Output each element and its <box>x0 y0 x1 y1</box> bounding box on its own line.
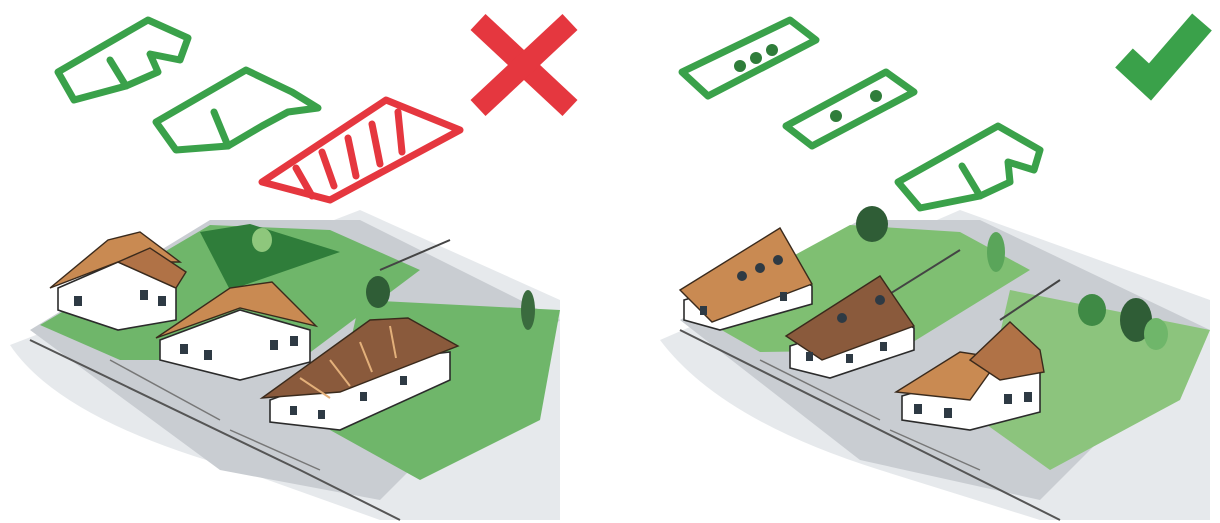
roof-profile-icon-gable <box>894 122 1044 212</box>
cross-icon <box>470 13 578 117</box>
house-with-dormers-2 <box>784 275 916 379</box>
roof-profile-icon-dormers-2 <box>782 68 918 150</box>
house-with-dormers-1 <box>678 227 814 331</box>
left-panel-incorrect <box>10 13 578 521</box>
house-long-truss-roof <box>259 317 460 431</box>
house-l-shape <box>155 281 319 381</box>
right-panel-correct <box>660 13 1212 521</box>
house-cross-gable <box>893 321 1045 431</box>
tree-cluster <box>856 206 1168 350</box>
roof-profile-icon-gable-1 <box>54 16 192 104</box>
roof-profile-icon-dormers-1 <box>678 16 820 100</box>
roof-profile-icon-truss <box>258 96 464 204</box>
roof-profile-icon-gable-2 <box>152 66 322 154</box>
tree-cluster <box>252 228 535 330</box>
check-icon <box>1115 13 1212 101</box>
house-two-gable <box>49 231 187 331</box>
